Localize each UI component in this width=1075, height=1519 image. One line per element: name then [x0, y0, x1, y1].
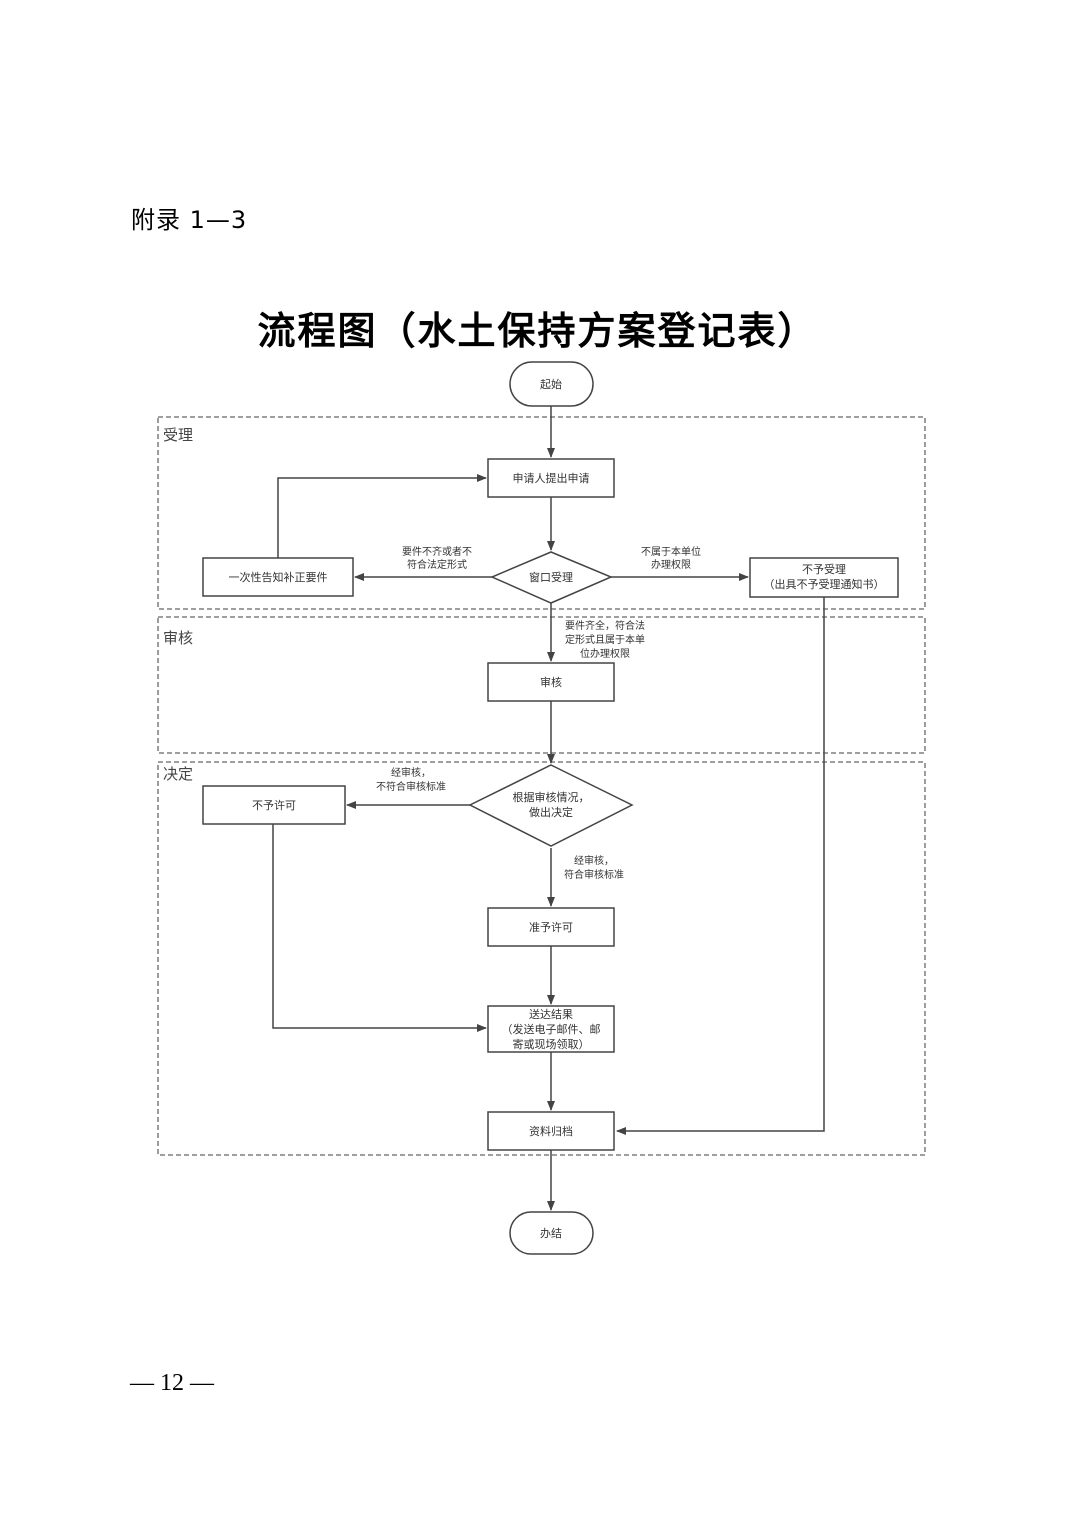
- node-deny: [202, 785, 346, 825]
- node-apply-label: 申请人提出申请: [513, 471, 590, 485]
- edge-reject-archive: [616, 597, 825, 1135]
- page-title: 流程图（水土保持方案登记表）: [257, 308, 818, 353]
- edge-label-pass-2: 符合审核标准: [564, 868, 624, 881]
- edge-label-pass-1: 经审核，: [574, 854, 614, 867]
- node-notify: [202, 557, 354, 597]
- node-reject-label-2: （出具不予受理通知书）: [764, 577, 885, 591]
- node-grant-label: 准予许可: [529, 921, 573, 934]
- edge-deny-deliver: [272, 824, 487, 1032]
- node-decide-label-2: 做出决定: [529, 805, 573, 819]
- section-accept: 受理: [157, 416, 926, 610]
- edges: [272, 406, 825, 1211]
- edge-label-incomplete-1: 要件不齐或者不: [402, 545, 472, 558]
- edge-label-outside-1: 不属于本单位: [641, 545, 701, 558]
- edge-label-fail-1: 经审核，: [391, 766, 431, 779]
- node-deliver-label-2: （发送电子邮件、邮: [502, 1022, 601, 1036]
- node-archive: [487, 1111, 615, 1151]
- node-end: [509, 1211, 594, 1255]
- node-deliver: [487, 1005, 615, 1053]
- section-review-label: 审核: [163, 629, 193, 647]
- node-reject: [749, 557, 899, 598]
- edge-label-complete-2: 定形式且属于本单: [565, 633, 645, 646]
- node-decide-label-1: 根据审核情况，: [513, 790, 590, 804]
- edge-label-incomplete-2: 符合法定形式: [407, 558, 467, 571]
- node-grant: [487, 907, 615, 947]
- node-review: [487, 662, 615, 702]
- section-decision-label: 决定: [163, 765, 193, 783]
- edge-label-fail-2: 不符合审核标准: [376, 780, 446, 793]
- node-review-label: 审核: [540, 675, 562, 689]
- edge-label-complete-1: 要件齐全，符合法: [565, 619, 645, 632]
- node-deliver-label-3: 寄或现场领取）: [513, 1037, 590, 1051]
- node-start: [509, 361, 594, 407]
- edge-notify-apply: [277, 474, 487, 558]
- appendix-label: 附录 1—3: [131, 206, 248, 234]
- section-review: 审核: [157, 616, 926, 754]
- node-window: [490, 551, 613, 604]
- node-deliver-label-1: 送达结果: [529, 1007, 573, 1021]
- page-number: — 12 —: [130, 1370, 214, 1396]
- node-window-label: 窗口受理: [529, 570, 573, 584]
- section-decision: 决定: [157, 761, 926, 1156]
- node-start-label: 起始: [540, 377, 562, 391]
- node-deny-label: 不予许可: [252, 799, 296, 812]
- node-reject-label-1: 不予受理: [802, 563, 846, 576]
- node-archive-label: 资料归档: [529, 1124, 573, 1138]
- node-end-label: 办结: [540, 1227, 562, 1240]
- node-notify-label: 一次性告知补正要件: [229, 570, 328, 584]
- node-decide: [468, 764, 634, 847]
- section-accept-label: 受理: [163, 426, 193, 444]
- edge-label-outside-2: 办理权限: [651, 558, 691, 571]
- edge-label-complete-3: 位办理权限: [580, 647, 630, 660]
- node-apply: [487, 458, 615, 498]
